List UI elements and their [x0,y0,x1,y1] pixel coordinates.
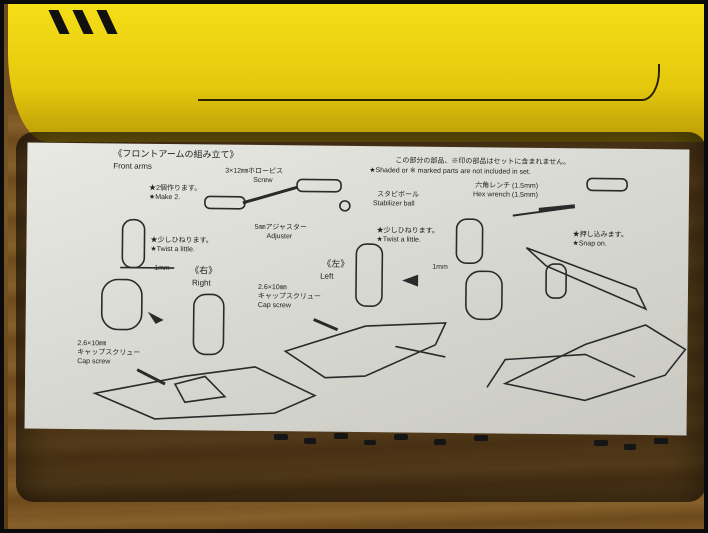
screw-piece [304,438,316,444]
rod-end-top-right [586,177,628,192]
screw-piece [274,434,288,440]
screw-piece [334,433,348,439]
section-title-jp: 《フロントアームの組み立て》 [113,148,239,160]
body-stripe [72,10,94,34]
screw-piece [394,434,408,440]
make2-en: ★Make 2. [148,193,181,202]
link-base-mid [465,270,503,321]
arm-edge [395,345,446,358]
screw-piece [654,438,668,444]
rod-end-left [204,195,246,210]
loose-screws [274,433,668,450]
adjuster-label-jp: 5㎜アジャスター [254,223,307,232]
screw-label-jp: 3×12㎜ホローピス [225,167,284,176]
left-label-en: Left [320,271,334,281]
snap-rod-end [545,263,567,299]
screw-label-en: Screw [253,176,273,185]
stabilizer-label-jp: スタビボール [376,191,420,199]
cap-screw-size-1: 2.6×10㎜ [77,340,107,348]
cap-screw-2 [313,318,339,332]
body-panel-line [198,64,660,101]
hex-label-en: Hex wrench (1.5mm) [472,191,538,199]
screw-piece [434,439,446,445]
twist2-label-en: ★Twist a little. [376,236,421,244]
assembly-illustration [92,177,687,420]
right-suspension-arm [92,366,317,420]
stabilizer-blade [525,247,648,311]
snap-label-en: ★Snap on. [572,240,607,248]
gap-line [120,266,175,269]
link-base-left [100,278,143,331]
gap-1mm-label: 1mm [154,264,170,273]
screw-piece [364,440,376,445]
twist-label-en: ★Twist a little. [150,245,195,254]
gap-1mm-label-2: 1mm [432,263,448,271]
arrow-left [402,274,419,287]
cap-screw-en-1: Cap screw [77,358,111,366]
screw-piece [624,444,636,450]
rod-end-right [296,178,342,193]
cap-screw-1 [136,368,166,386]
cap-screw-size-2: 2.6×10㎜ [257,283,287,292]
right-arm-snap [502,324,687,402]
cap-screw-en-2: Cap screw [257,301,291,310]
body-stripe [96,10,118,34]
left-label-jp: 《左》 [322,258,350,269]
adjuster-screw [242,185,298,205]
body-stripe [48,10,70,34]
note-en: ★Shaded or ※ marked parts are not includ… [369,167,531,176]
left-suspension-arm [283,322,447,379]
note-jp: この部分の部品、※印の部品はセットに含まれません。 [395,157,571,167]
instruction-sheet: 《フロントアームの組み立て》 Front arms この部分の部品、※印の部品は… [24,142,690,436]
threaded-rod [538,204,576,212]
left-upright [355,243,384,307]
right-label-en: Right [192,278,211,288]
arm-cutout [173,375,227,404]
upright-link-mid [455,218,484,265]
screw-piece [594,440,608,446]
right-label-jp: 《右》 [190,265,218,276]
section-title-en: Front arms [113,161,152,171]
arrow-right [147,311,164,324]
stabilizer-label-en: Stabilizer ball [372,200,415,208]
adjuster-label-en: Adjuster [266,233,293,241]
stabilizer-ball [339,200,351,212]
yellow-car-body [8,4,704,142]
screw-piece [474,435,488,441]
upright-link-left [121,218,146,269]
stabilizer-wire [486,353,636,388]
right-upright [192,293,225,356]
